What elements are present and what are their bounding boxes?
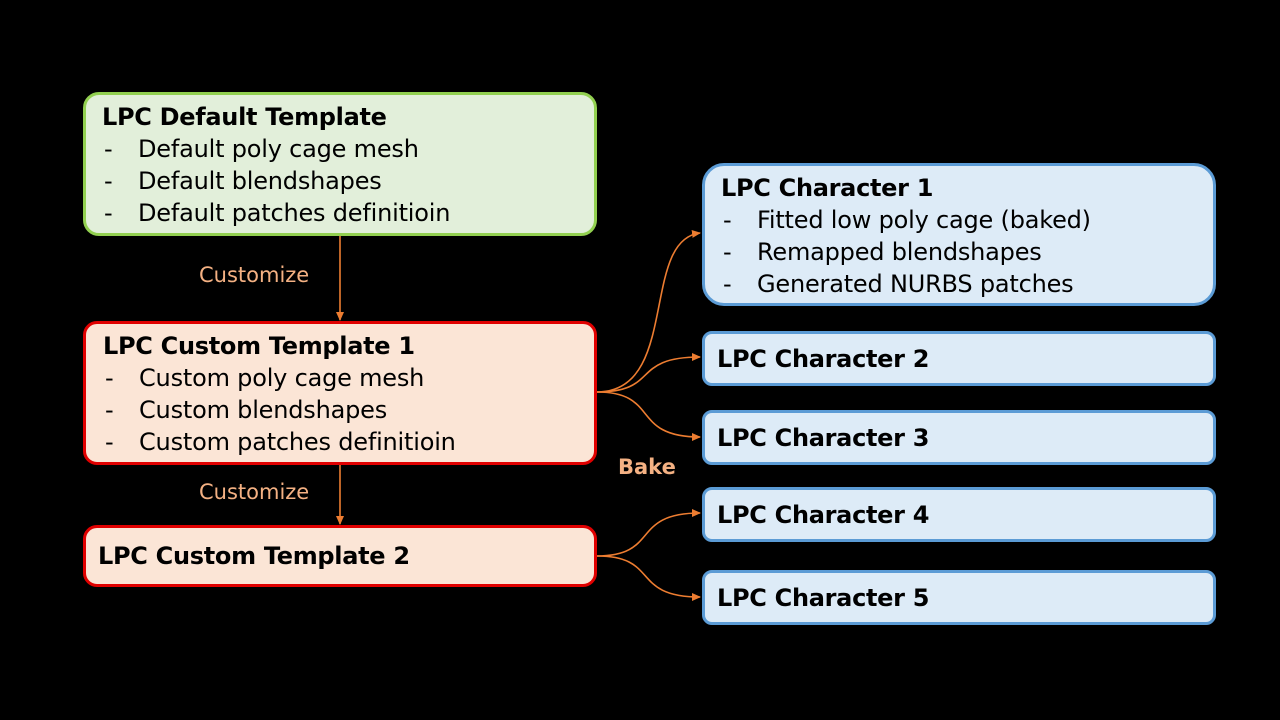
character-1-box: LPC Character 1 -Fitted low poly cage (b… xyxy=(702,163,1216,306)
default-template-box: LPC Default Template -Default poly cage … xyxy=(83,92,597,236)
list-item: -Custom blendshapes xyxy=(105,396,388,424)
default-template-title: LPC Default Template xyxy=(102,103,387,131)
arrow-custom1-to-character3 xyxy=(596,391,701,441)
character-1-title: LPC Character 1 xyxy=(721,174,934,202)
list-item: -Generated NURBS patches xyxy=(723,270,1074,298)
list-item: -Default poly cage mesh xyxy=(104,135,419,163)
character-5-box: LPC Character 5 xyxy=(702,570,1216,625)
list-item: -Default blendshapes xyxy=(104,167,382,195)
custom-template-1-items: -Custom poly cage mesh -Custom blendshap… xyxy=(103,362,594,458)
arrow-custom1-to-character2 xyxy=(596,353,701,393)
list-item: -Custom patches definitioin xyxy=(105,428,456,456)
custom-template-2-title: LPC Custom Template 2 xyxy=(98,542,410,570)
default-template-items: -Default poly cage mesh -Default blendsh… xyxy=(102,133,594,229)
list-item: -Default patches definitioin xyxy=(104,199,451,227)
character-5-title: LPC Character 5 xyxy=(717,583,930,612)
arrow-custom1-to-character1 xyxy=(596,229,701,393)
character-2-box: LPC Character 2 xyxy=(702,331,1216,386)
custom-template-1-title: LPC Custom Template 1 xyxy=(103,332,415,360)
character-3-box: LPC Character 3 xyxy=(702,410,1216,465)
customize-label-1: Customize xyxy=(199,263,310,287)
list-item: -Remapped blendshapes xyxy=(723,238,1042,266)
list-item: -Fitted low poly cage (baked) xyxy=(723,206,1091,234)
arrow-custom2-to-character4 xyxy=(596,509,701,557)
arrow-custom2-to-character5 xyxy=(596,555,701,601)
character-1-items: -Fitted low poly cage (baked) -Remapped … xyxy=(721,204,1213,300)
character-4-box: LPC Character 4 xyxy=(702,487,1216,542)
character-3-title: LPC Character 3 xyxy=(717,423,930,452)
character-4-title: LPC Character 4 xyxy=(717,500,930,529)
bake-label: Bake xyxy=(618,455,676,479)
custom-template-2-box: LPC Custom Template 2 xyxy=(83,525,597,587)
character-2-title: LPC Character 2 xyxy=(717,344,930,373)
custom-template-1-box: LPC Custom Template 1 -Custom poly cage … xyxy=(83,321,597,465)
list-item: -Custom poly cage mesh xyxy=(105,364,425,392)
customize-label-2: Customize xyxy=(199,480,310,504)
